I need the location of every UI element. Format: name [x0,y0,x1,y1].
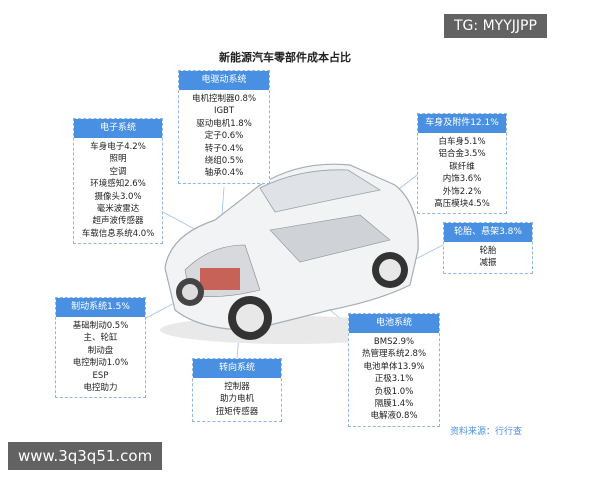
list-item: 外饰2.2% [442,186,482,197]
list-item: 环境感知2.6% [90,179,146,190]
list-item: 基础制动0.5% [72,321,129,331]
list-item: 正极3.1% [374,374,414,385]
list-item: 扭矩传感器 [215,406,259,417]
list-item: 碳纤维 [449,161,475,172]
list-item: 绕组0.5% [204,156,244,167]
list-item: 轴承0.4% [204,168,244,179]
list-item: ESP [92,370,109,381]
box-header: 电池系统 [349,314,439,333]
box-battery-system: 电池系统 BMS2.9% 热管理系统2.8%电池单体13.9% 正极3.1%负极1.… [348,313,440,427]
box-tire-suspension: 轮胎、悬架3.8% 轮胎减振 [443,222,533,274]
list-item: IGBT [213,106,235,117]
list-item: 车载信息系统4.0% [81,228,155,239]
list-item: 电控助力 [83,383,118,394]
list-item: 助力电机 [219,394,254,405]
list-item: 转子0.4% [204,143,244,154]
box-body-accessories: 车身及附件12.1% 白车身5.1% 铝合金3.5%碳纤维内饰3.6%外饰2.2%… [417,113,507,215]
list-item: 空调 [109,166,127,177]
box-header: 转向系统 [193,359,281,378]
list-item: 电控制动1.0% [72,358,129,369]
list-item: 电机控制器0.8% [191,94,257,104]
list-item: 热管理系统2.8% [361,349,427,360]
list-item: 内饰3.6% [442,174,482,185]
list-item: 高压模块4.5% [434,199,490,210]
list-item: 电解液0.8% [370,411,418,422]
box-steering-system: 转向系统 控制器助力电机扭矩传感器 [192,358,282,423]
list-item: 电池单体13.9% [363,361,425,372]
watermark-top: TG: MYYJJPP [444,14,547,38]
list-item: 轮胎 [479,246,497,256]
list-item: 负极1.0% [374,386,414,397]
list-item: 减振 [479,258,497,269]
box-header: 电子系统 [74,119,162,138]
list-item: 超声波传感器 [92,216,144,227]
box-header: 电驱动系统 [179,71,269,90]
list-item: 车身电子4.2% [90,142,146,152]
watermark-bottom: www.3q3q51.com [8,442,163,470]
box-brake-system: 制动系统1.5% 基础制动0.5% 主、轮缸制动盘电控制动1.0%ESP 电控助力 [55,297,146,399]
list-item: 白车身5.1% [438,137,486,147]
list-item: 驱动电机1.8% [196,118,252,129]
list-item: 隔膜1.4% [374,399,414,410]
chart-title: 新能源汽车零部件成本占比 [219,51,351,64]
list-item: 制动盘 [87,345,114,356]
list-item: 控制器 [224,382,250,392]
box-header: 车身及附件12.1% [418,114,506,133]
source-note: 资料来源：行行查 [450,427,523,437]
list-item: 主、轮缸 [83,333,118,344]
list-item: 摄像头3.0% [94,191,142,202]
list-item: 毫米波雷达 [96,204,140,215]
car-body [160,163,420,344]
box-electronic-system: 电子系统 车身电子4.2% 照明空调环境感知2.6%摄像头3.0% 毫米波雷达超声波… [73,118,163,245]
list-item: 照明 [109,154,127,165]
box-header: 轮胎、悬架3.8% [444,223,532,242]
list-item: BMS2.9% [373,337,415,347]
list-item: 定子0.6% [204,131,244,142]
box-header: 制动系统1.5% [56,298,145,317]
list-item: 铝合金3.5% [438,149,486,160]
